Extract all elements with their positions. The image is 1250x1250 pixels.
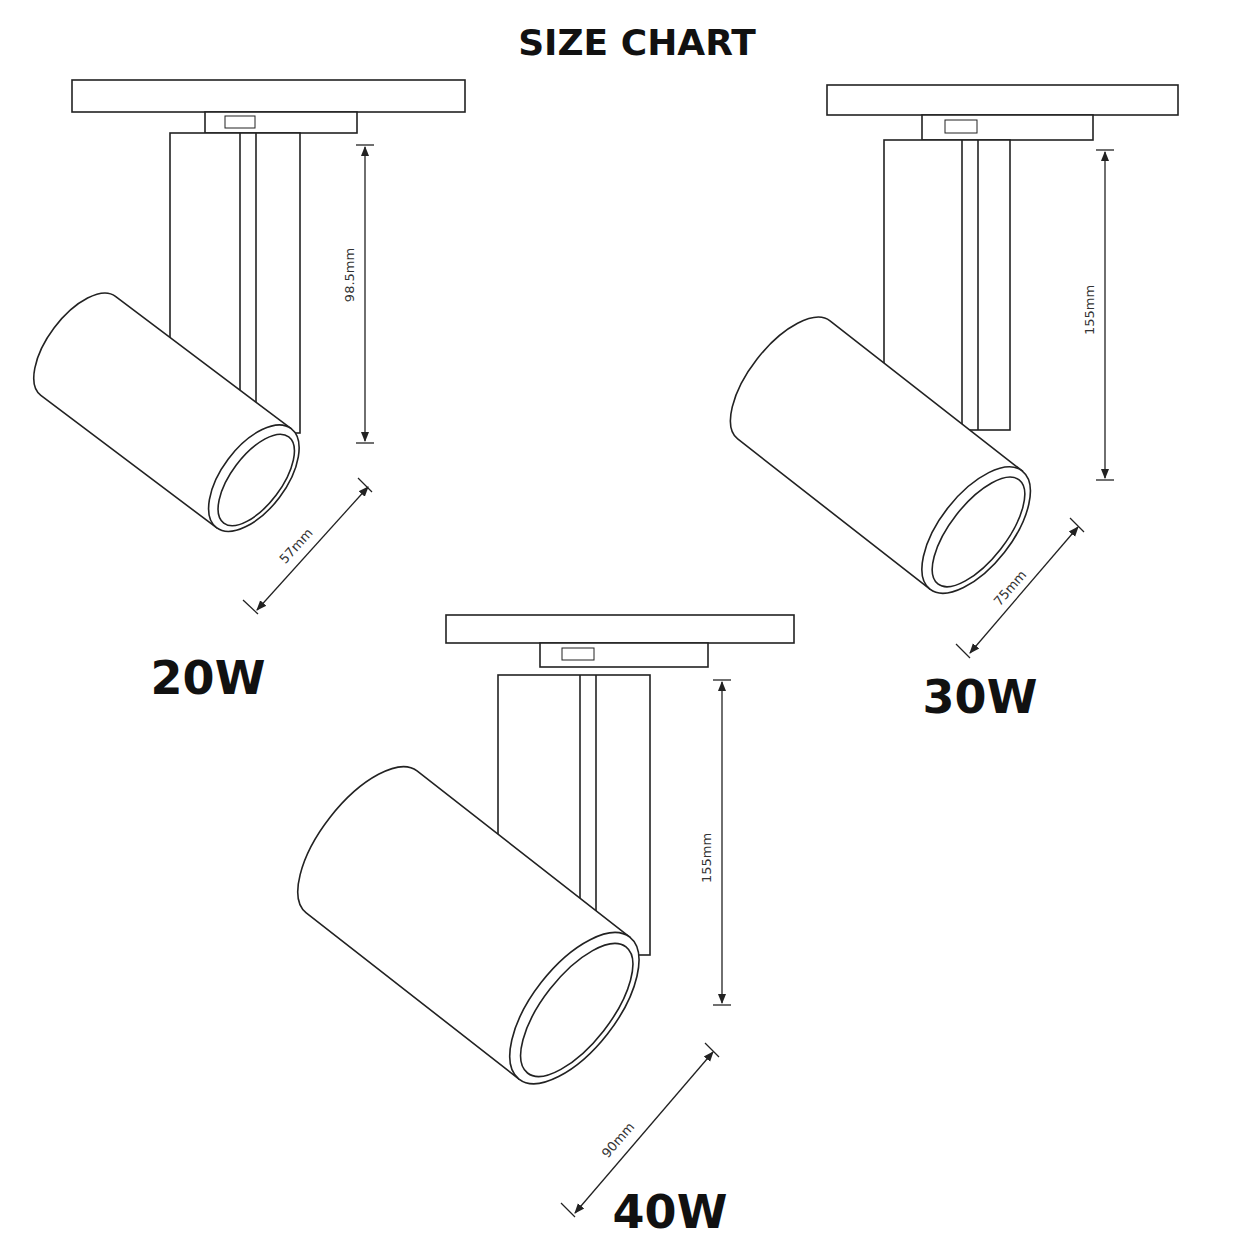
wattage-label: 30W [923, 674, 1038, 720]
light-30w [711, 85, 1178, 611]
light-20w [17, 80, 465, 547]
wattage-label: 20W [151, 655, 266, 701]
dimension-label: 75mm [989, 566, 1030, 610]
wattage-label: 40W [613, 1189, 728, 1235]
chart-title: SIZE CHART [518, 25, 756, 61]
dimension-label: 155mm [699, 831, 714, 885]
dimension-label: 155mm [1082, 283, 1097, 337]
dimension-label: 90mm [597, 1118, 638, 1162]
dimension-lines [243, 145, 1114, 1217]
light-40w [275, 615, 794, 1105]
dimension-label: 57mm [275, 524, 317, 568]
dimension-label: 98.5mm [342, 246, 357, 304]
